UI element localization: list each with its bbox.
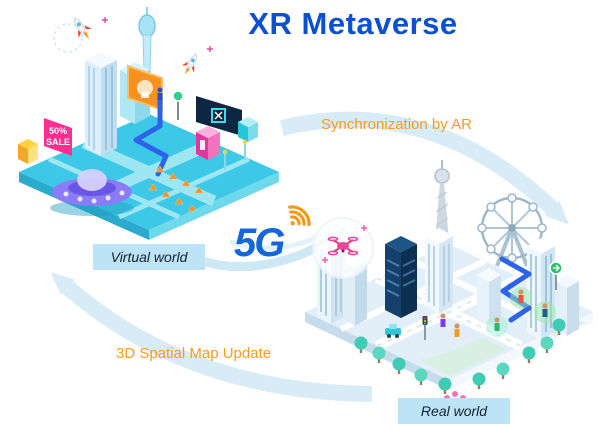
rocket-icon	[73, 17, 92, 40]
sale-sign: 50% SALE	[44, 118, 72, 156]
real-route-path	[499, 256, 532, 323]
sale-sign-line2: SALE	[46, 137, 70, 147]
real-world-label-text: Real world	[420, 403, 488, 419]
spire-tower-icon	[138, 7, 156, 73]
real-world-illustration	[305, 160, 593, 401]
magenta-kiosk	[196, 126, 220, 160]
walker-icon	[157, 87, 163, 93]
virtual-world-label: Virtual world	[93, 244, 205, 270]
spatial-map-update-label: 3D Spatial Map Update	[116, 345, 272, 362]
traffic-light-icon	[422, 316, 428, 340]
car-icon	[385, 324, 401, 338]
virtual-world-illustration: 50% SALE	[18, 7, 279, 240]
orange-figures	[148, 165, 204, 212]
ar-people	[440, 287, 556, 337]
5g-icon: 5G	[234, 205, 311, 265]
arrow-sync	[280, 111, 570, 225]
wifi-arcs-icon	[288, 205, 311, 227]
dark-screen-billboard	[196, 96, 242, 136]
yellow-kiosk	[18, 139, 38, 164]
real-world-label: Real world	[398, 398, 510, 424]
observation-tower-icon	[434, 160, 450, 240]
teal-kiosk	[238, 117, 258, 142]
sync-by-ar-label: Synchronization by AR	[321, 116, 472, 133]
drone-icon	[312, 217, 374, 279]
5g-label: 5G	[234, 221, 284, 265]
ferris-wheel-icon	[477, 193, 547, 267]
virtual-world-label-text: Virtual world	[110, 249, 188, 265]
rocket-icon-2	[181, 53, 198, 75]
sale-sign-line1: 50%	[49, 126, 67, 136]
ufo-icon	[50, 169, 134, 216]
virtual-tower-building	[85, 52, 117, 156]
traffic-sign-icon	[549, 261, 563, 290]
sparkles	[102, 17, 213, 52]
virtual-route-path	[133, 87, 169, 177]
arrow-update	[50, 271, 373, 402]
page-title: XR Metaverse	[248, 6, 458, 41]
dashed-ring	[53, 23, 83, 53]
street-lamps	[222, 139, 248, 170]
green-sign-icon	[172, 90, 184, 120]
